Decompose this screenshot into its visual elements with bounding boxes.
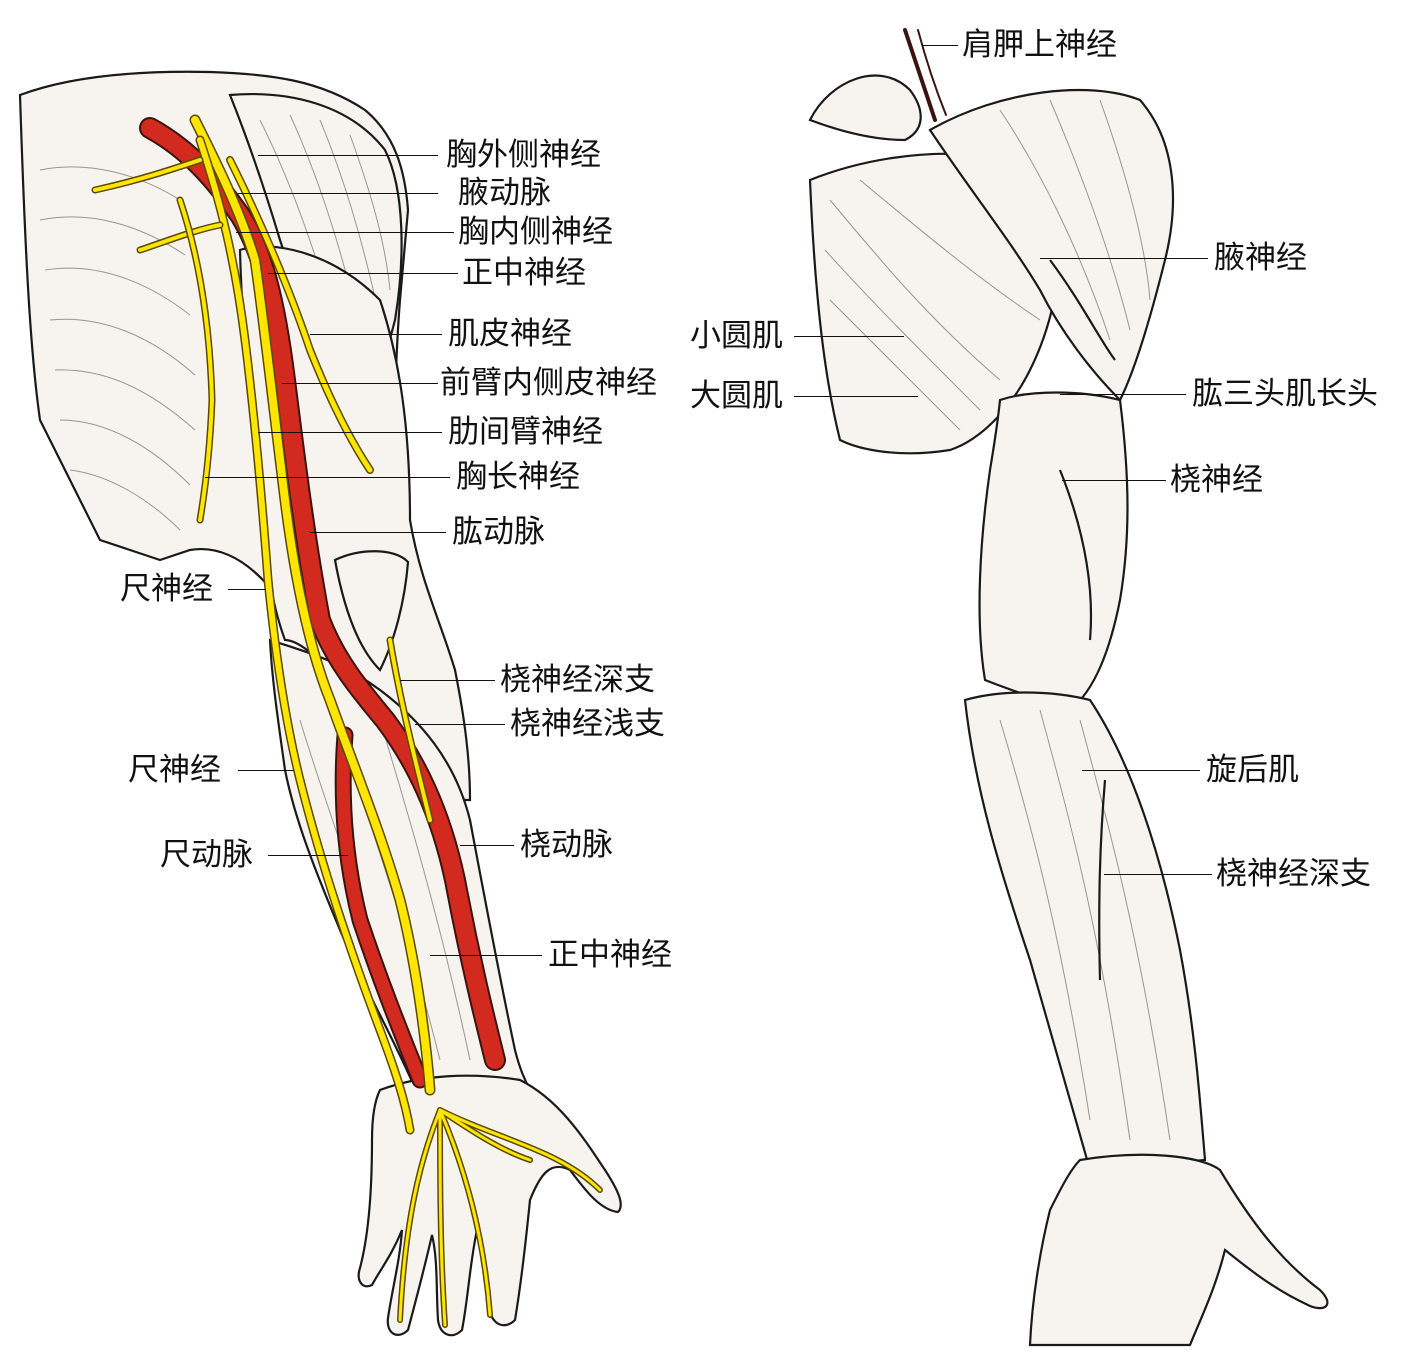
leader-line xyxy=(228,589,266,590)
anterior-arm-view xyxy=(18,70,622,1337)
posterior-forearm-hatching xyxy=(999,709,1171,1141)
leader-line xyxy=(1062,480,1166,481)
radial-superficial-branch-path xyxy=(388,638,432,822)
hand-outline xyxy=(357,1074,622,1337)
scapula-hatching xyxy=(824,179,1041,431)
label-ulnar-nerve-upper: 尺神经 xyxy=(120,571,213,607)
leader-line xyxy=(268,855,348,856)
ulnar-nerve-path xyxy=(197,137,413,1133)
label-axillary-artery: 腋动脉 xyxy=(458,175,551,211)
label-ulnar-artery: 尺动脉 xyxy=(160,837,253,873)
median-nerve-path xyxy=(191,116,434,1094)
label-medial-pectoral-nerve: 胸内侧神经 xyxy=(458,214,613,250)
leader-line xyxy=(238,193,438,194)
leader-line xyxy=(282,383,438,384)
posterior-nerves xyxy=(903,28,1116,981)
posterior-hand-outline xyxy=(1028,1153,1329,1347)
label-medial-antebrachial-cutaneous-nerve: 前臂内侧皮神经 xyxy=(440,365,657,401)
label-teres-minor: 小圆肌 xyxy=(690,318,783,354)
leader-line xyxy=(205,477,450,478)
rib-lines xyxy=(39,166,196,531)
leader-line xyxy=(922,45,958,46)
leader-line xyxy=(415,724,505,725)
deltoid-outline xyxy=(928,88,1175,402)
ulnar-artery-path xyxy=(336,728,427,1087)
leader-line xyxy=(1060,394,1186,395)
leader-line xyxy=(1082,770,1200,771)
trapezius-fragment xyxy=(808,74,922,142)
leader-line xyxy=(236,232,454,233)
label-radial-artery: 桡动脉 xyxy=(520,827,613,863)
leader-line xyxy=(460,845,514,846)
leader-line xyxy=(430,955,542,956)
label-radial-nerve: 桡神经 xyxy=(1170,462,1263,498)
label-ulnar-nerve-forearm: 尺神经 xyxy=(128,752,221,788)
medial-pectoral-branch xyxy=(138,223,222,252)
label-median-nerve-upper: 正中神经 xyxy=(462,255,586,291)
long-thoracic-nerve-path xyxy=(178,198,214,522)
deltoid-hatching xyxy=(999,99,1151,341)
digital-nerves xyxy=(398,1108,602,1327)
label-median-nerve-forearm: 正中神经 xyxy=(548,937,672,973)
label-lateral-pectoral-nerve: 胸外侧神经 xyxy=(446,137,601,173)
nerve-tree xyxy=(91,114,603,1328)
posterior-forearm-outline xyxy=(963,691,1207,1172)
label-deep-branch-radial-nerve-posterior: 桡神经深支 xyxy=(1216,856,1371,892)
label-musculocutaneous-nerve: 肌皮神经 xyxy=(448,316,572,352)
label-suprascapular-nerve: 肩胛上神经 xyxy=(962,27,1117,63)
leader-line xyxy=(794,336,904,337)
leader-line xyxy=(794,396,918,397)
leader-line xyxy=(400,680,495,681)
label-deep-branch-radial-nerve-anterior: 桡神经深支 xyxy=(500,662,655,698)
label-superficial-branch-radial-nerve: 桡神经浅支 xyxy=(510,706,665,742)
label-supinator: 旋后肌 xyxy=(1206,752,1299,788)
posterior-upper-arm-outline xyxy=(978,391,1129,712)
label-brachial-artery: 肱动脉 xyxy=(452,514,545,550)
lateral-pectoral-branch xyxy=(93,158,202,192)
label-triceps-long-head: 肱三头肌长头 xyxy=(1192,376,1378,412)
leader-line xyxy=(258,155,438,156)
label-intercostobrachial-nerve: 肋间臂神经 xyxy=(448,414,603,450)
label-teres-major: 大圆肌 xyxy=(690,378,783,414)
leader-line xyxy=(1040,258,1208,259)
leader-line xyxy=(310,334,442,335)
label-long-thoracic-nerve: 胸长神经 xyxy=(456,459,580,495)
musculocutaneous-nerve-path xyxy=(227,157,373,473)
label-axillary-nerve: 腋神经 xyxy=(1214,240,1307,276)
leader-line xyxy=(1104,874,1212,875)
leader-line xyxy=(258,432,442,433)
leader-line xyxy=(310,532,446,533)
leader-line xyxy=(238,770,294,771)
leader-line xyxy=(268,273,458,274)
posterior-arm-view xyxy=(808,28,1329,1347)
